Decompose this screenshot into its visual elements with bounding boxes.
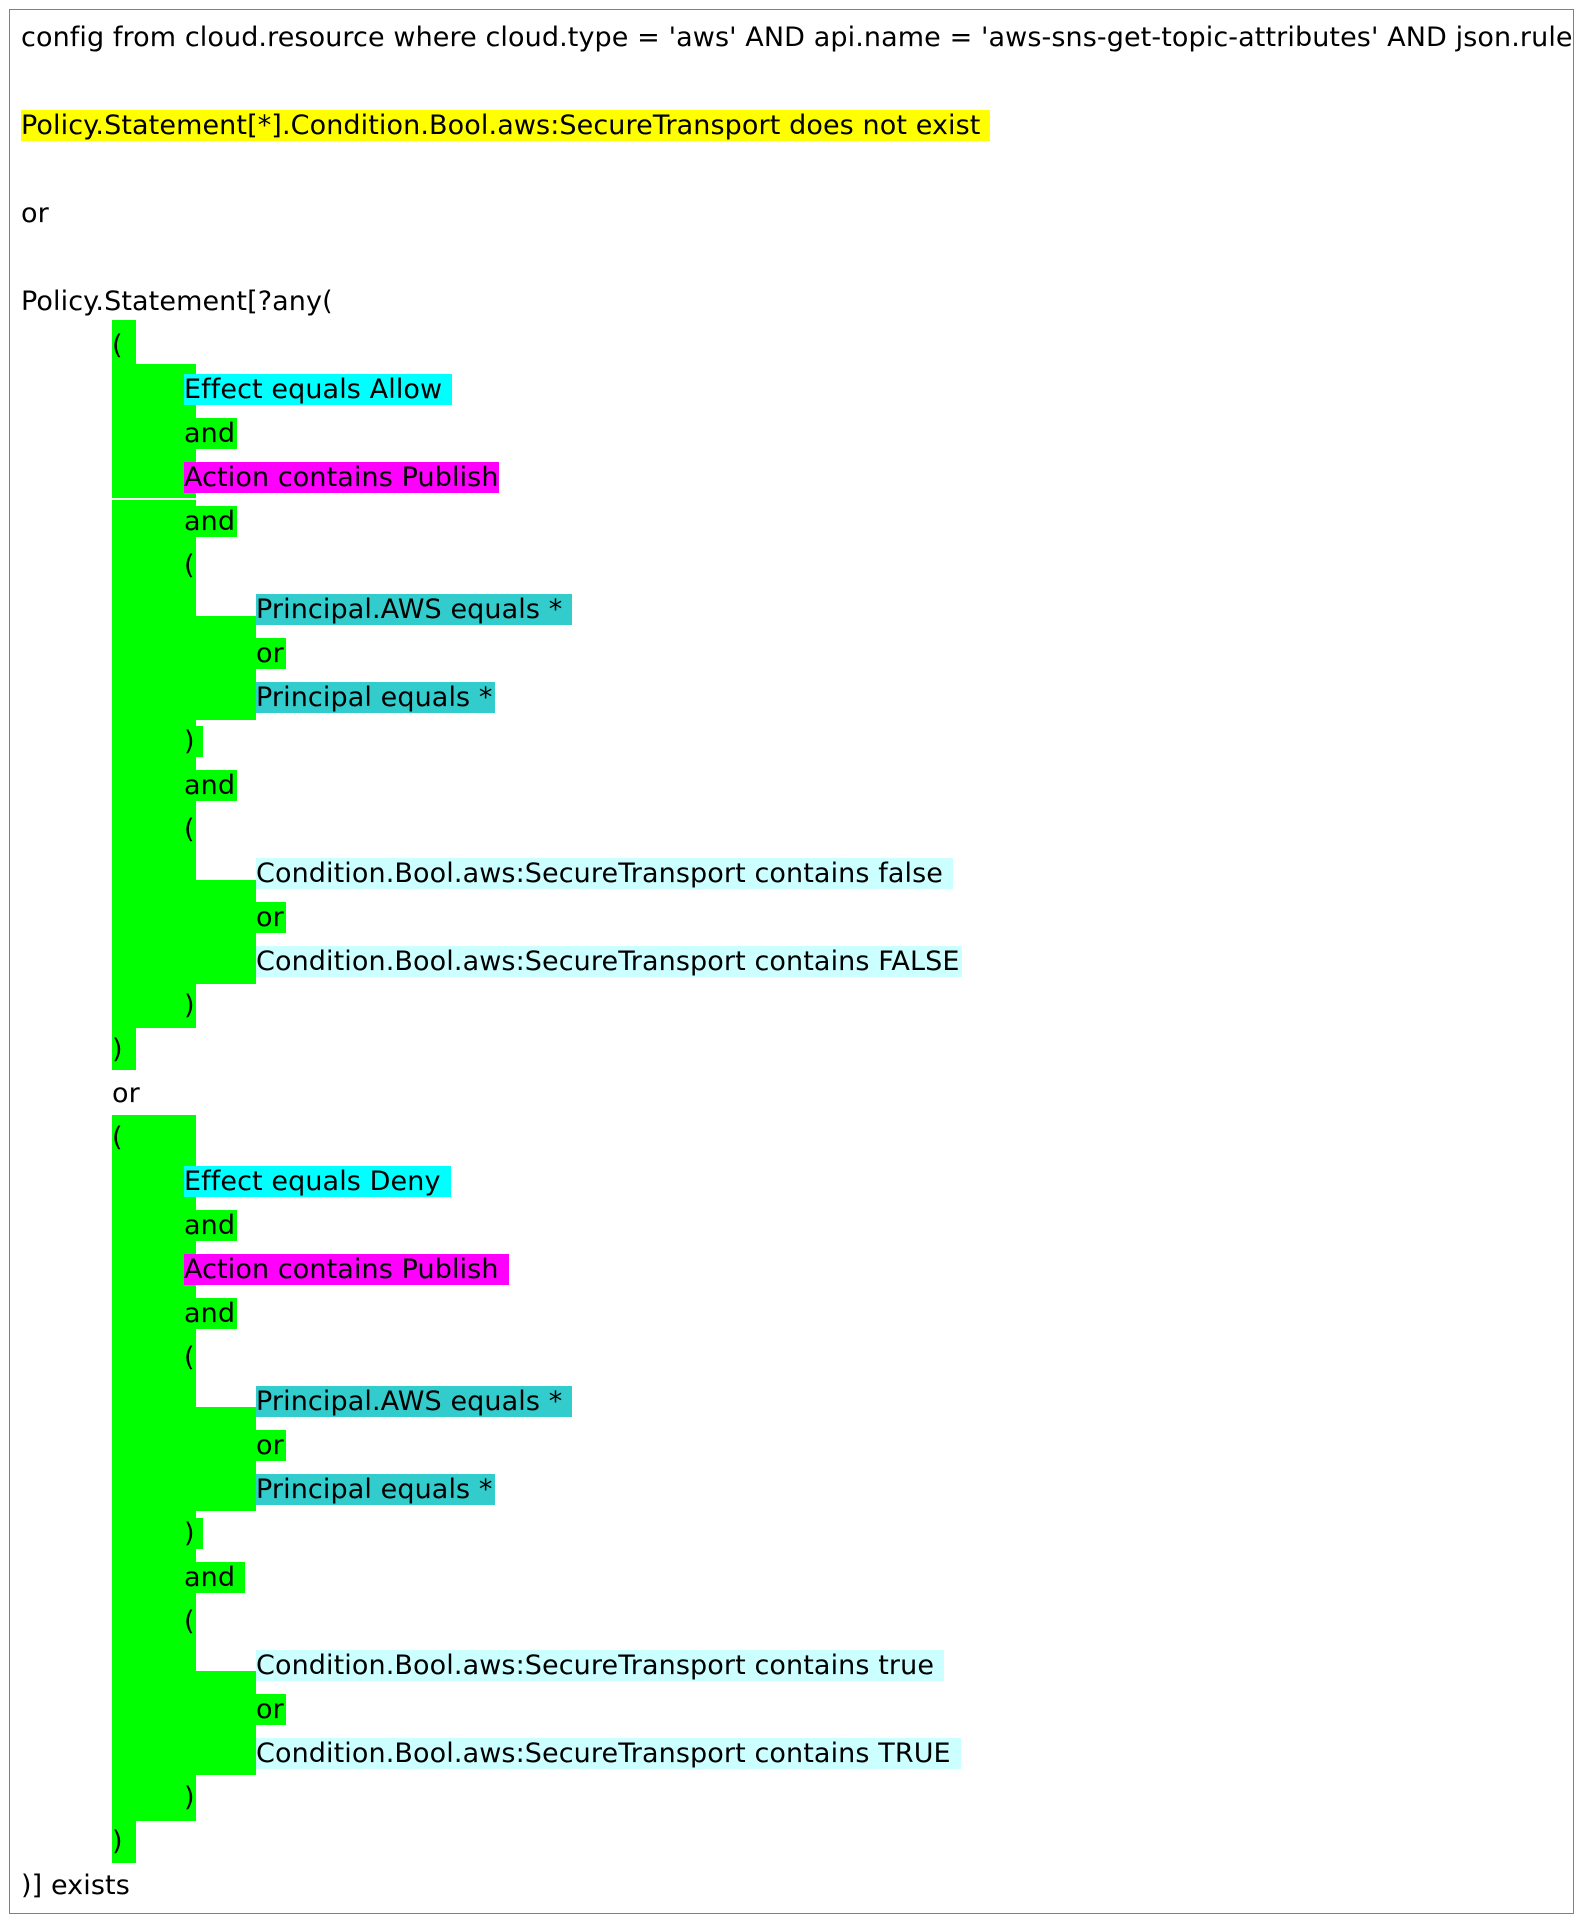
deny-cond-open: ( bbox=[184, 1606, 195, 1637]
allow-cond-or: or bbox=[256, 902, 286, 933]
allow-principal-aws-line: Principal.AWS equals * bbox=[256, 588, 573, 632]
deny-principal-close-line: ) bbox=[184, 1512, 203, 1556]
allow-cond-open: ( bbox=[184, 814, 195, 845]
allow-close-paren: ) bbox=[112, 1034, 123, 1065]
allow-and-3: and bbox=[184, 770, 238, 801]
deny-effect-line: Effect equals Deny bbox=[184, 1160, 451, 1204]
deny-close-paren: ) bbox=[112, 1826, 123, 1857]
deny-principal-close: ) bbox=[184, 1518, 203, 1549]
green-block-allow-principal bbox=[112, 616, 256, 720]
allow-cond-upper-line: Condition.Bool.aws:SecureTransport conta… bbox=[256, 940, 962, 984]
document-frame bbox=[9, 9, 1574, 1914]
allow-cond-lower-line: Condition.Bool.aws:SecureTransport conta… bbox=[256, 852, 953, 896]
deny-and-3: and bbox=[184, 1562, 246, 1593]
deny-principal-or: or bbox=[256, 1430, 286, 1461]
allow-principal-open: ( bbox=[184, 550, 195, 581]
block-or: or bbox=[112, 1078, 140, 1109]
condition-line: Policy.Statement[*].Condition.Bool.aws:S… bbox=[21, 104, 991, 148]
allow-principal-any: Principal equals * bbox=[256, 682, 495, 713]
deny-and-2-line: and bbox=[184, 1292, 238, 1336]
deny-action-line: Action contains Publish bbox=[184, 1248, 509, 1292]
deny-open-paren: ( bbox=[112, 1122, 123, 1153]
deny-cond-lower-line: Condition.Bool.aws:SecureTransport conta… bbox=[256, 1644, 945, 1688]
green-block-deny-condition bbox=[112, 1671, 256, 1775]
green-block-separator bbox=[112, 498, 196, 500]
green-block-deny-principal bbox=[112, 1407, 256, 1511]
allow-principal-or: or bbox=[256, 638, 286, 669]
query-text: config from cloud.resource where cloud.t… bbox=[21, 22, 1581, 53]
allow-and-1: and bbox=[184, 418, 238, 449]
deny-and-1: and bbox=[184, 1210, 238, 1241]
allow-and-2: and bbox=[184, 506, 238, 537]
allow-cond-or-line: or bbox=[256, 896, 286, 940]
allow-effect-line: Effect equals Allow bbox=[184, 368, 453, 412]
allow-effect: Effect equals Allow bbox=[184, 374, 453, 405]
allow-principal-close: ) bbox=[184, 726, 203, 757]
deny-and-2: and bbox=[184, 1298, 238, 1329]
allow-action-line: Action contains Publish bbox=[184, 456, 499, 500]
allow-principal-close-line: ) bbox=[184, 720, 203, 764]
allow-and-3-line: and bbox=[184, 764, 238, 808]
statement-open: Policy.Statement[?any( bbox=[21, 286, 333, 317]
deny-principal-open: ( bbox=[184, 1342, 195, 1373]
deny-principal-any-line: Principal equals * bbox=[256, 1468, 495, 1512]
allow-cond-upper: Condition.Bool.aws:SecureTransport conta… bbox=[256, 946, 962, 977]
deny-principal-aws: Principal.AWS equals * bbox=[256, 1386, 573, 1417]
deny-cond-upper: Condition.Bool.aws:SecureTransport conta… bbox=[256, 1738, 961, 1769]
deny-and-3-line: and bbox=[184, 1556, 246, 1600]
allow-and-2-line: and bbox=[184, 500, 238, 544]
or-top: or bbox=[21, 198, 49, 229]
condition-no-transport: Policy.Statement[*].Condition.Bool.aws:S… bbox=[21, 110, 991, 141]
statement-close: )] exists bbox=[21, 1870, 130, 1901]
deny-cond-or-line: or bbox=[256, 1688, 286, 1732]
deny-cond-upper-line: Condition.Bool.aws:SecureTransport conta… bbox=[256, 1732, 961, 1776]
deny-principal-aws-line: Principal.AWS equals * bbox=[256, 1380, 573, 1424]
allow-cond-close: ) bbox=[184, 990, 195, 1021]
allow-principal-or-line: or bbox=[256, 632, 286, 676]
deny-and-1-line: and bbox=[184, 1204, 238, 1248]
deny-cond-close: ) bbox=[184, 1782, 195, 1813]
allow-and-1-line: and bbox=[184, 412, 238, 456]
deny-action: Action contains Publish bbox=[184, 1254, 509, 1285]
query-header: config from cloud.resource where cloud.t… bbox=[21, 16, 1581, 60]
allow-action: Action contains Publish bbox=[184, 462, 499, 493]
allow-cond-lower: Condition.Bool.aws:SecureTransport conta… bbox=[256, 858, 953, 889]
deny-cond-or: or bbox=[256, 1694, 286, 1725]
deny-effect: Effect equals Deny bbox=[184, 1166, 451, 1197]
allow-open-paren: ( bbox=[112, 330, 123, 361]
allow-principal-any-line: Principal equals * bbox=[256, 676, 495, 720]
allow-principal-aws: Principal.AWS equals * bbox=[256, 594, 573, 625]
deny-principal-or-line: or bbox=[256, 1424, 286, 1468]
green-block-allow-condition bbox=[112, 880, 256, 984]
deny-cond-lower: Condition.Bool.aws:SecureTransport conta… bbox=[256, 1650, 945, 1681]
deny-principal-any: Principal equals * bbox=[256, 1474, 495, 1505]
